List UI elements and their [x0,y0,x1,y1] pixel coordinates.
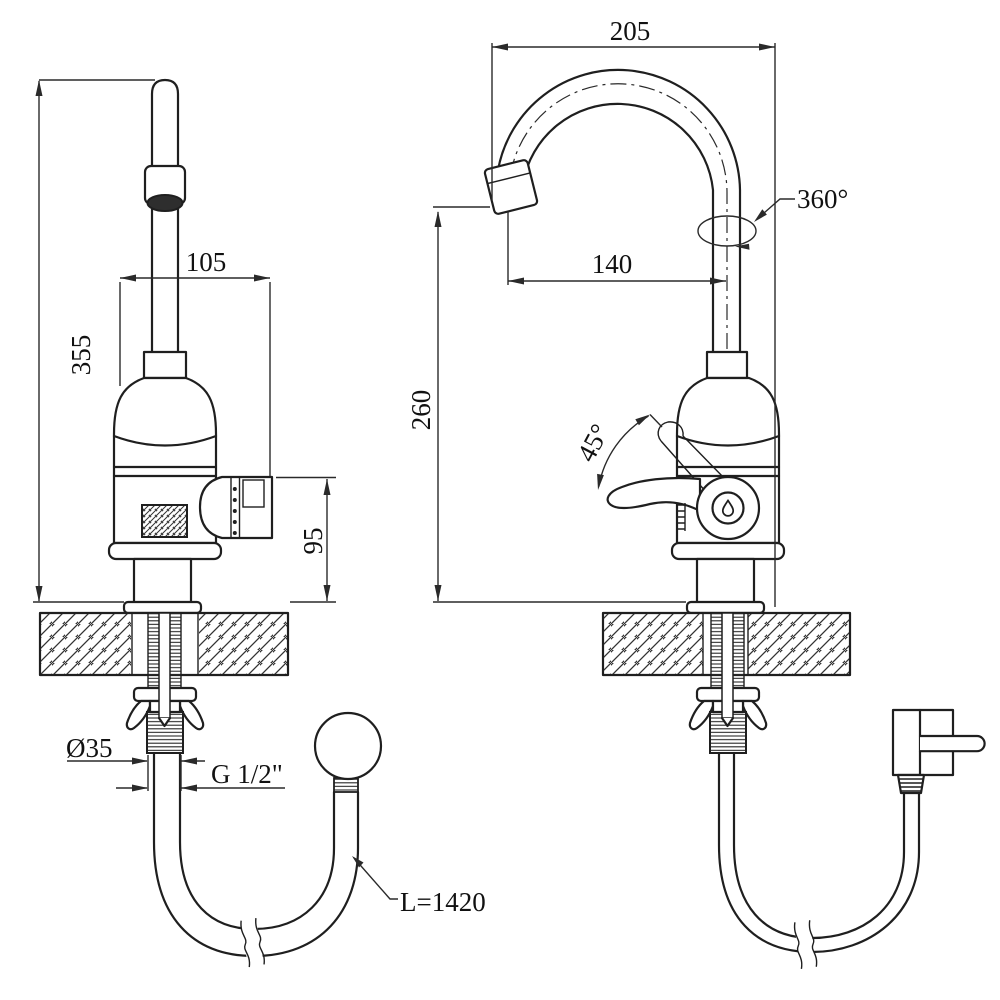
body-dome-line-side [675,434,781,447]
mounting-shank [125,612,205,754]
base-flange [122,600,203,615]
lever-angle-indicator: 45° [571,414,663,490]
dim-140-label: 140 [592,249,633,279]
dim-thread: G 1/2" [116,759,285,792]
body-band [112,465,218,478]
dim-260: 260 [406,206,686,603]
power-plug [891,708,986,795]
body-bottom-flange [107,541,223,561]
dim-355: 355 [33,79,155,603]
dim-105-label: 105 [186,247,227,277]
control-knob [198,475,274,540]
dim-45-label: 45° [571,419,615,466]
side-view-faucet [483,68,986,970]
dim-diameter-label: Ø35 [66,733,113,763]
spout-base-nut [142,350,188,380]
center-pin [158,612,171,719]
hose-ball [313,711,383,781]
centerline [510,83,728,610]
knob-step [242,479,265,508]
cable-break-symbol [793,920,818,970]
dim-260-label: 260 [406,390,436,431]
brand-emblem-ring [711,491,745,525]
center-pin-tip [157,716,172,728]
knob-lines [230,477,241,538]
dim-95-label: 95 [298,528,328,555]
body-dome-line [112,434,218,447]
dim-205-label: 205 [610,16,651,46]
dim-360-label: 360° [797,184,848,214]
mounting-neck [132,557,193,605]
supply-hose [152,751,360,968]
pipe-break-symbol [240,918,265,968]
mounting-shank-side [688,612,768,754]
dim-140: 140 [507,212,726,285]
swivel-indicator: 360° [697,184,848,250]
spout-base-nut-side [705,350,749,380]
base-flange-side [685,600,766,615]
dim-hose-length: L=1420 [352,856,486,917]
dim-thread-label: G 1/2" [211,759,283,789]
spout-nozzle [483,159,539,215]
knob-ridges [232,487,237,535]
dim-205: 205 [491,16,776,607]
dim-hose-length-label: L=1420 [400,887,486,917]
ball-thread [333,777,359,793]
body-bottom-flange-side [670,541,786,561]
mounting-neck-side [695,557,756,605]
aerator-outlet [146,194,184,212]
dim-diameter-35: Ø35 [66,733,205,791]
spout-pipe [150,78,180,354]
dim-355-label: 355 [66,335,96,376]
plug-pin [918,734,986,753]
power-cable [717,751,921,970]
dim-105: 105 [119,247,271,476]
dim-95: 95 [276,476,336,603]
display-panel [141,504,188,538]
side-knob-ridges [677,503,686,531]
gooseneck-spout [496,68,742,354]
handle-boss [695,475,761,541]
water-drop-icon [721,498,735,517]
inlet-fitting [146,711,184,754]
front-view-faucet [38,78,383,968]
lever-handle [606,476,702,513]
